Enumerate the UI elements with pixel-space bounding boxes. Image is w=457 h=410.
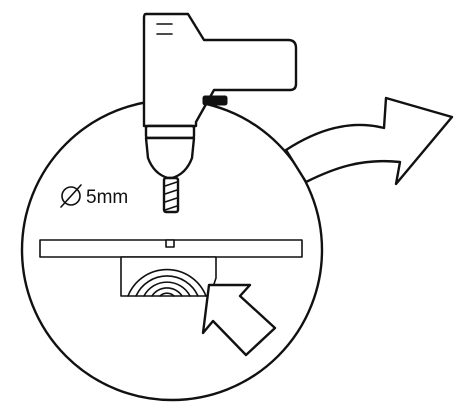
wood-block-icon	[120, 256, 217, 297]
mounting-rail-icon	[39, 239, 303, 258]
drill-bit-icon	[162, 176, 180, 214]
curved-arrow-icon	[284, 96, 454, 186]
power-drill-icon	[142, 12, 298, 180]
diameter-icon	[60, 184, 82, 208]
drill-bit-size-text: 5mm	[86, 187, 128, 208]
pointer-arrow-icon	[201, 283, 277, 357]
drill-bit-size-label: 5mm	[60, 184, 128, 208]
